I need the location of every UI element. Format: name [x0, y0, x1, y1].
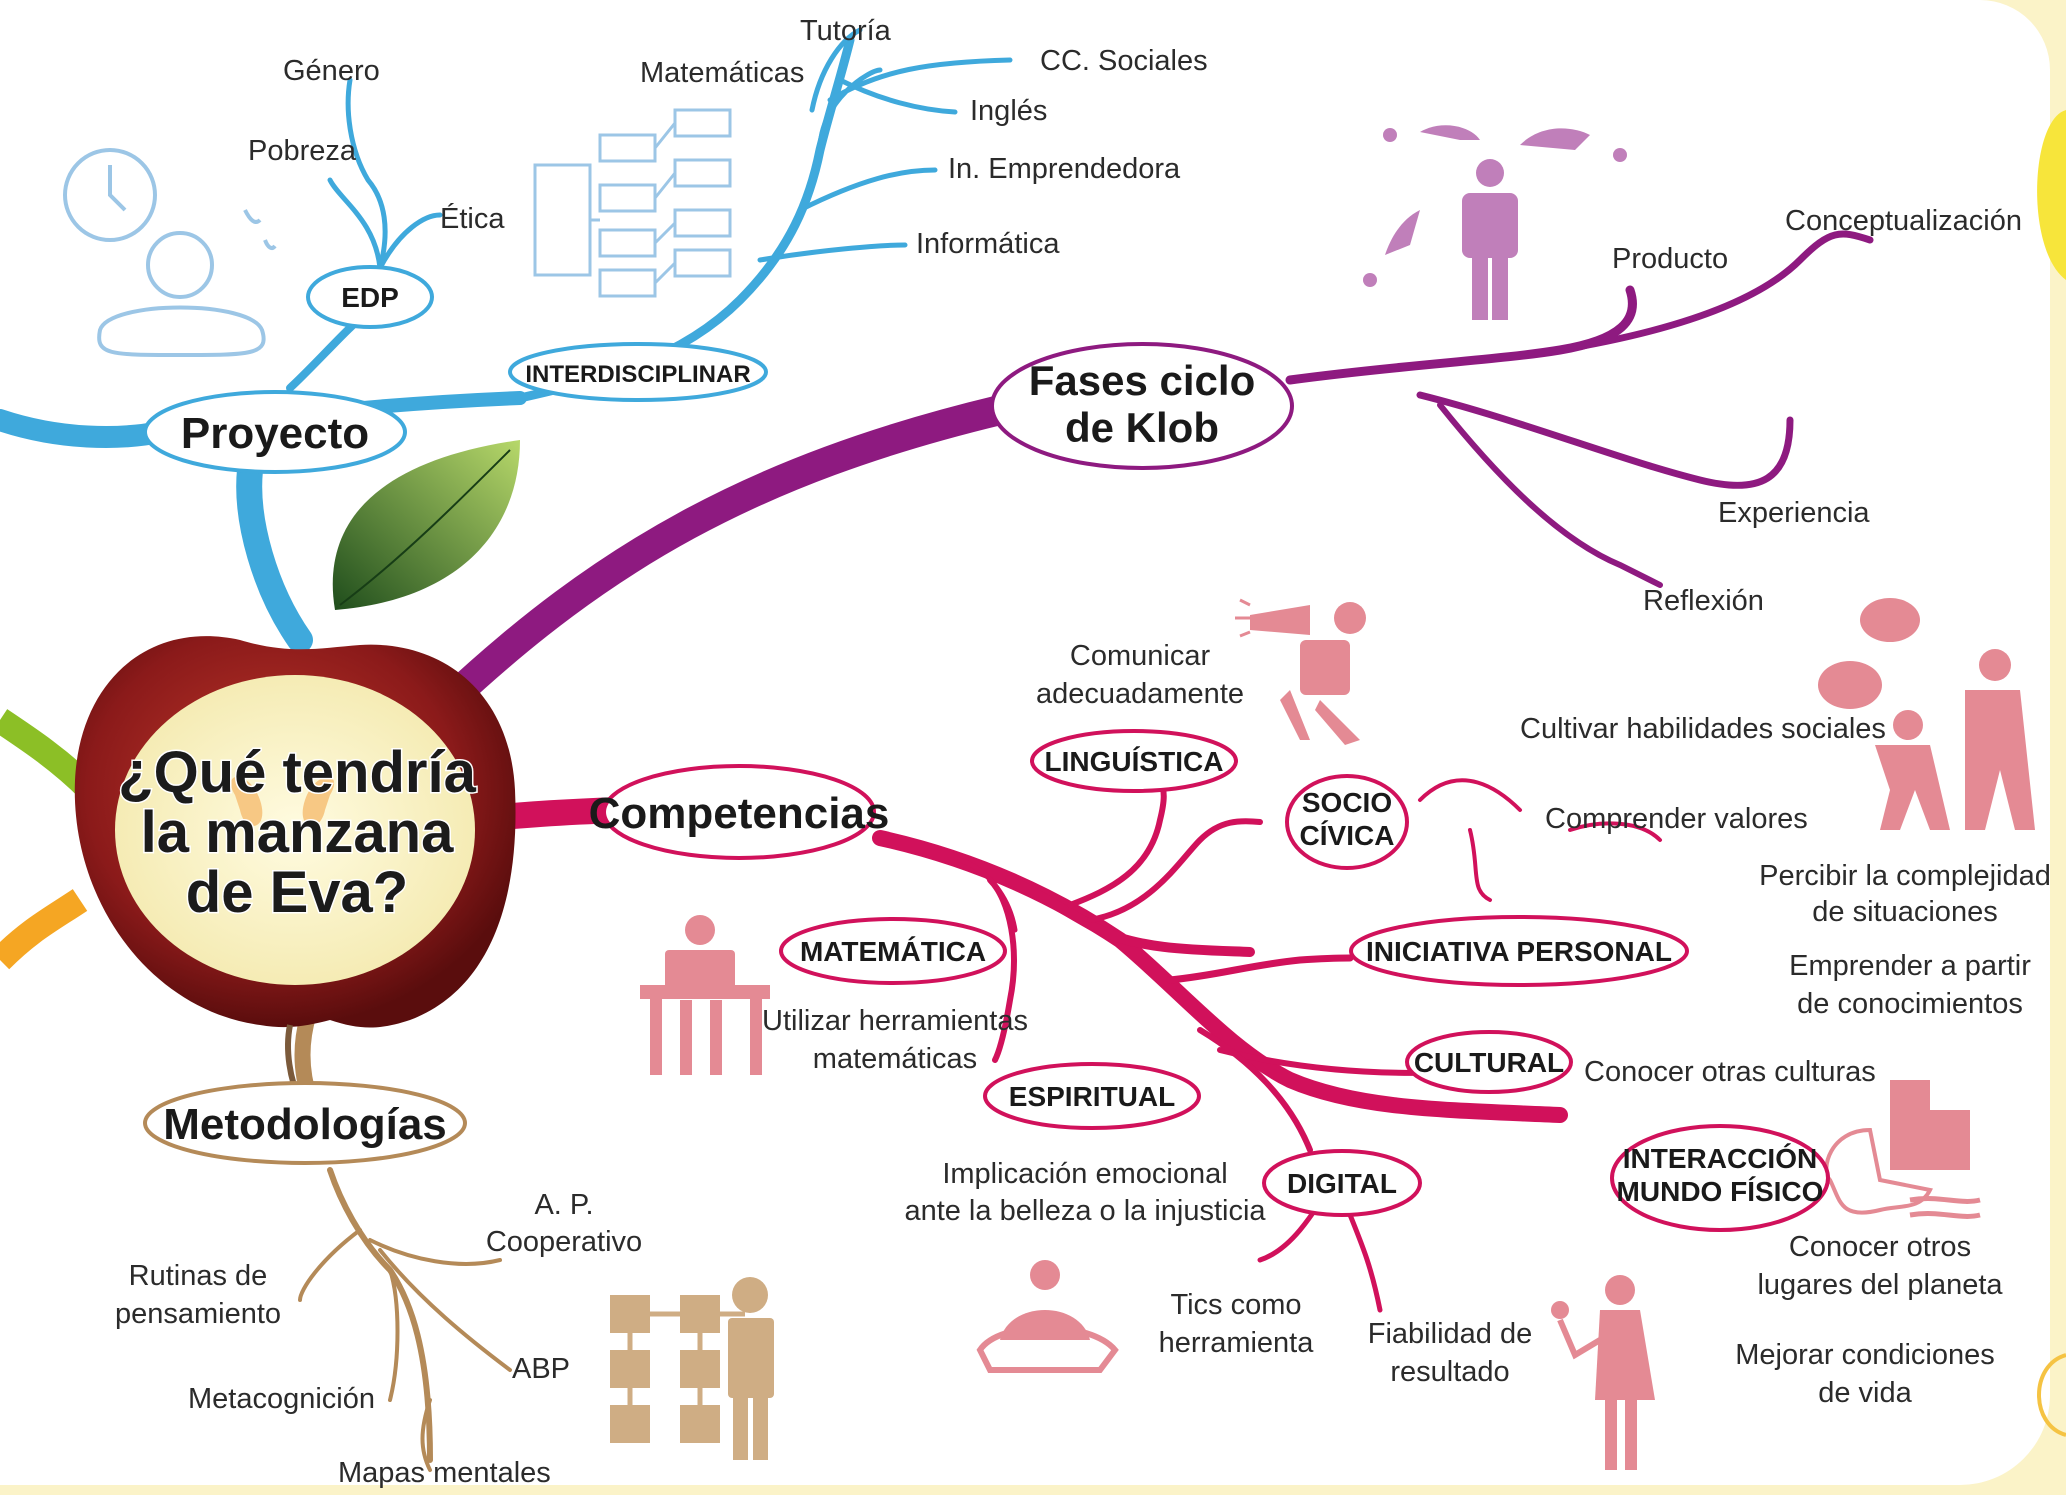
metodologias-title: Metodologías [163, 1100, 447, 1149]
flowchart-icon [533, 108, 732, 298]
node-ellipses [143, 265, 1830, 1232]
leaf-rutinas-line-1: Rutinas de [129, 1260, 268, 1292]
leaf-fiabilidad-line-2: resultado [1390, 1356, 1509, 1388]
leaf-producto: Producto [1612, 243, 1728, 275]
leaf-emprender-line-2: de conocimientos [1797, 988, 2023, 1020]
proyecto-title: Proyecto [181, 409, 369, 458]
leaf-rutinas-line-2: pensamiento [115, 1298, 281, 1330]
leaf-utilizar-line-1: Utilizar herramientas [762, 1005, 1028, 1037]
talking-people-icon [1818, 598, 2035, 830]
center-title-line-1: ¿Qué tendría [118, 740, 476, 805]
center-title-line-2: la manzana [141, 800, 454, 865]
leaf-mapas-mentales: Mapas mentales [338, 1457, 551, 1489]
city-head-icon [1824, 1080, 1981, 1219]
microphone-person-icon [1551, 1275, 1655, 1470]
leaf-informatica: Informática [916, 228, 1060, 260]
leaf-matematicas: Matemáticas [640, 57, 804, 89]
yellow-ring-decoration [2037, 1353, 2066, 1437]
linguistica-node [1030, 729, 1238, 793]
leaf-percibir-line-1: Percibir la complejidad [1759, 860, 2051, 892]
proyecto-branch-lines [0, 27, 1013, 653]
cultural-node [1405, 1030, 1573, 1094]
reading-person-icon [640, 915, 770, 1075]
leaf-implicacion-line-1: Implicación emocional [942, 1158, 1227, 1190]
leaf-tics-line-2: herramienta [1159, 1327, 1315, 1359]
center-title-line-3: de Eva? [186, 860, 408, 925]
leaf-etica: Ética [440, 202, 505, 235]
yellow-decoration [2037, 110, 2066, 280]
competencias-branch-lines [457, 777, 1662, 1313]
apple-center-node [74, 636, 516, 1102]
proyecto-node [143, 390, 407, 474]
klob-branch-lines [435, 230, 1874, 715]
metodologias-node [143, 1081, 467, 1165]
leaf-tutoria: Tutoría [800, 15, 892, 47]
leaf-implicacion-line-2: ante la belleza o la injusticia [904, 1195, 1266, 1227]
digital-node [1262, 1149, 1422, 1217]
person-choices-icon [1363, 125, 1627, 320]
sociocivica-title-line-2: CÍVICA [1300, 820, 1395, 851]
leaf-reflexion: Reflexión [1643, 585, 1764, 617]
leaf-cultivar-habilidades: Cultivar habilidades sociales [1520, 713, 1886, 745]
espiritual-title: ESPIRITUAL [1009, 1081, 1175, 1112]
klob-node [990, 342, 1294, 470]
interaccion-title-line-1: INTERACCIÓN [1623, 1143, 1817, 1174]
organization-chart-person-icon [610, 1277, 774, 1460]
leaf-in-emprendedora: In. Emprendedora [948, 153, 1181, 185]
leaf-comprender-valores: Comprender valores [1545, 803, 1808, 835]
leaf-conocer-culturas: Conocer otras culturas [1584, 1056, 1876, 1088]
leaf-fiabilidad-line-1: Fiabilidad de [1368, 1318, 1532, 1350]
iniciativa-node [1349, 915, 1689, 987]
leaf-abp: ABP [512, 1353, 570, 1385]
center-title: ¿Qué tendría la manzana de Eva? [117, 739, 478, 927]
leaf-conocer-lugares-line-2: lugares del planeta [1757, 1269, 2003, 1301]
clock-icon [63, 148, 157, 242]
digital-title: DIGITAL [1287, 1168, 1397, 1199]
leaf-mejorar-line-2: de vida [1818, 1377, 1912, 1409]
leaf-conocer-lugares-line-1: Conocer otros [1789, 1231, 1971, 1263]
interaccion-title-line-2: MUNDO FÍSICO [1617, 1176, 1824, 1207]
edp-title: EDP [341, 282, 399, 313]
competencias-title: Competencias [589, 789, 890, 838]
matematica-node [779, 917, 1007, 985]
yoga-person-icon [976, 1260, 1119, 1373]
leaf-conceptualizacion: Conceptualización [1785, 205, 2022, 237]
linguistica-title: LINGUÍSTICA [1045, 746, 1224, 777]
interdisciplinar-title: INTERDISCIPLINAR [525, 361, 750, 388]
interaccion-node [1610, 1124, 1830, 1232]
leaf-mejorar-line-1: Mejorar condiciones [1735, 1339, 1995, 1371]
leaf-cc-sociales: CC. Sociales [1040, 45, 1208, 77]
matematica-title: MATEMÁTICA [800, 936, 986, 967]
leaf-experiencia: Experiencia [1718, 497, 1870, 529]
leaf-pobreza: Pobreza [248, 135, 357, 167]
leaf-emprender-line-1: Emprender a partir [1789, 950, 2031, 982]
sociocivica-title-line-1: SOCIO [1302, 787, 1392, 818]
megaphone-person-icon [1235, 598, 1366, 745]
meditating-person-icon [97, 209, 277, 357]
iniciativa-title: INICIATIVA PERSONAL [1366, 936, 1672, 967]
leaf-ingles: Inglés [970, 95, 1047, 127]
sociocivica-node [1285, 774, 1409, 870]
edp-node [306, 265, 434, 329]
leaf-ap-line-1: A. P. [534, 1189, 593, 1221]
leaf-comunicar-line-1: Comunicar [1070, 640, 1211, 672]
leaf-genero: Género [283, 55, 380, 87]
klob-title-line-2: de Klob [1065, 404, 1219, 451]
leaf-utilizar-line-2: matemáticas [813, 1043, 977, 1075]
leaf-tics-line-1: Tics como [1170, 1289, 1301, 1321]
espiritual-node [983, 1062, 1201, 1130]
leaf-ap-line-2: Cooperativo [486, 1226, 642, 1258]
orange-branch [0, 889, 88, 970]
klob-title-line-1: Fases ciclo [1029, 357, 1255, 404]
leaf-icon [332, 440, 520, 610]
leaf-percibir-line-2: de situaciones [1812, 896, 1997, 928]
competencias-node [602, 764, 876, 860]
leaf-metacognicion: Metacognición [188, 1383, 375, 1415]
cultural-title: CULTURAL [1414, 1047, 1564, 1078]
interdisciplinar-node [508, 342, 768, 402]
leaf-comunicar-line-2: adecuadamente [1036, 678, 1244, 710]
